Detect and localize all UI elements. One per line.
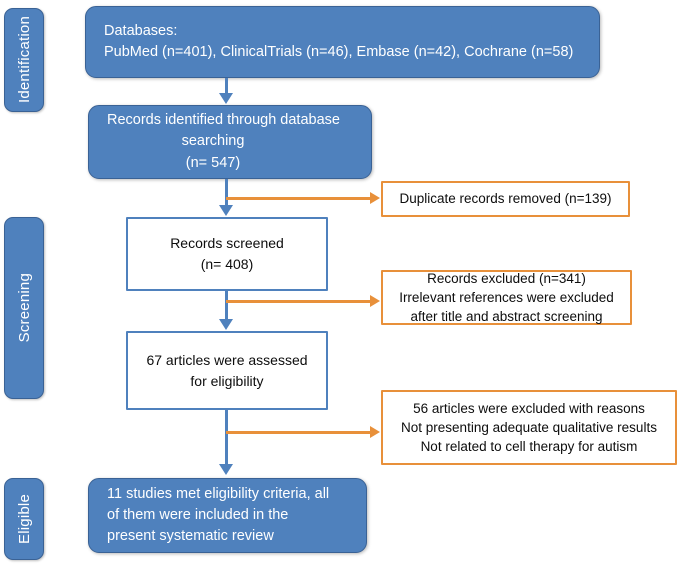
node-records-excluded-line-2: Irrelevant references were excluded: [399, 289, 614, 305]
node-records-screened-line-1: Records screened: [170, 235, 284, 251]
node-articles-assessed-line-2: for eligibility: [190, 372, 264, 389]
node-databases-line-2: PubMed (n=401), ClinicalTrials (n=46), E…: [104, 44, 574, 60]
node-included-studies-line-1: 11 studies met eligibility criteria, all: [107, 485, 330, 502]
node-articles-assessed: 67 articles were assessed for eligibilit…: [126, 331, 328, 410]
node-databases: Databases: PubMed (n=401), ClinicalTrial…: [85, 6, 600, 78]
stage-label-identification-text: Identification: [15, 16, 33, 104]
node-included-studies-line-3: present systematic review: [107, 528, 274, 544]
stage-label-eligible-text: Eligible: [15, 494, 33, 544]
node-records-excluded: Records excluded (n=341) Irrelevant refe…: [381, 270, 632, 325]
stage-label-screening: Screening: [4, 217, 44, 399]
node-records-screened: Records screened (n= 408): [126, 217, 328, 291]
node-databases-line-1: Databases:: [104, 22, 178, 39]
node-records-identified-line-2: searching: [181, 133, 245, 150]
node-included-studies: 11 studies met eligibility criteria, all…: [88, 478, 367, 553]
node-articles-excluded: 56 articles were excluded with reasons N…: [381, 390, 677, 465]
node-records-identified-line-3: (n= 547): [185, 154, 241, 171]
stage-label-identification: Identification: [4, 8, 44, 112]
node-articles-assessed-line-1: 67 articles were assessed: [146, 351, 308, 368]
node-articles-excluded-line-2: Not presenting adequate qualitative resu…: [401, 419, 657, 435]
node-records-screened-line-2: (n= 408): [200, 256, 254, 272]
node-duplicates-removed-line-1: Duplicate records removed (n=139): [399, 191, 612, 207]
node-duplicates-removed: Duplicate records removed (n=139): [381, 181, 630, 217]
stage-label-screening-text: Screening: [15, 273, 33, 343]
node-records-excluded-line-3: after title and abstract screening: [410, 309, 603, 325]
node-included-studies-line-2: of them were included in the: [107, 506, 289, 523]
node-records-identified-line-1: Records identified through database: [107, 112, 340, 129]
stage-label-eligible: Eligible: [4, 478, 44, 560]
node-articles-excluded-line-3: Not related to cell therapy for autism: [420, 439, 638, 455]
node-articles-excluded-line-1: 56 articles were excluded with reasons: [413, 400, 645, 416]
node-records-excluded-line-1: Records excluded (n=341): [427, 270, 586, 286]
node-records-identified: Records identified through database sear…: [88, 105, 372, 179]
